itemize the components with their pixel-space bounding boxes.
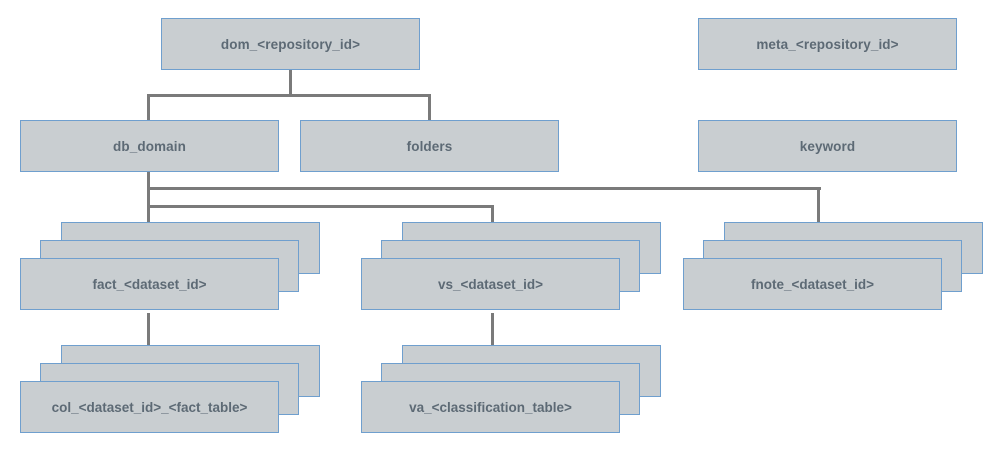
stack-front-col-dataset-fact-table[interactable]: col_<dataset_id>_<fact_table> (20, 381, 279, 433)
node-db-domain[interactable]: db_domain (20, 120, 279, 172)
stack-front-vs-dataset[interactable]: vs_<dataset_id> (361, 258, 620, 310)
node-keyword-label: keyword (799, 138, 856, 154)
edge-split-bar-top (147, 94, 431, 97)
node-fnote-dataset-label: fnote_<dataset_id> (750, 276, 875, 292)
node-folders-label: folders (406, 138, 453, 154)
node-dom-repository-label: dom_<repository_id> (220, 36, 361, 52)
node-vs-dataset-label: vs_<dataset_id> (437, 276, 544, 292)
node-db-domain-label: db_domain (113, 138, 186, 154)
edge-bus-to-vs (147, 205, 494, 208)
edge-split-to-folders (428, 94, 431, 121)
stack-front-fact-dataset[interactable]: fact_<dataset_id> (20, 258, 279, 310)
node-dom-repository[interactable]: dom_<repository_id> (161, 18, 420, 70)
node-meta-repository-label: meta_<repository_id> (756, 36, 899, 52)
node-col-dataset-fact-table-label: col_<dataset_id>_<fact_table> (51, 399, 248, 415)
node-meta-repository[interactable]: meta_<repository_id> (698, 18, 957, 70)
node-fact-dataset-label: fact_<dataset_id> (92, 276, 207, 292)
edge-dom-to-split (289, 70, 292, 97)
stack-front-fnote-dataset[interactable]: fnote_<dataset_id> (683, 258, 942, 310)
node-folders[interactable]: folders (300, 120, 559, 172)
node-va-classification-table-label: va_<classification_table> (409, 399, 572, 415)
stack-front-va-classification-table[interactable]: va_<classification_table> (361, 381, 620, 433)
edge-split-to-db-domain (147, 94, 150, 121)
edge-bus-to-fnote (147, 187, 821, 190)
node-keyword[interactable]: keyword (698, 120, 957, 172)
